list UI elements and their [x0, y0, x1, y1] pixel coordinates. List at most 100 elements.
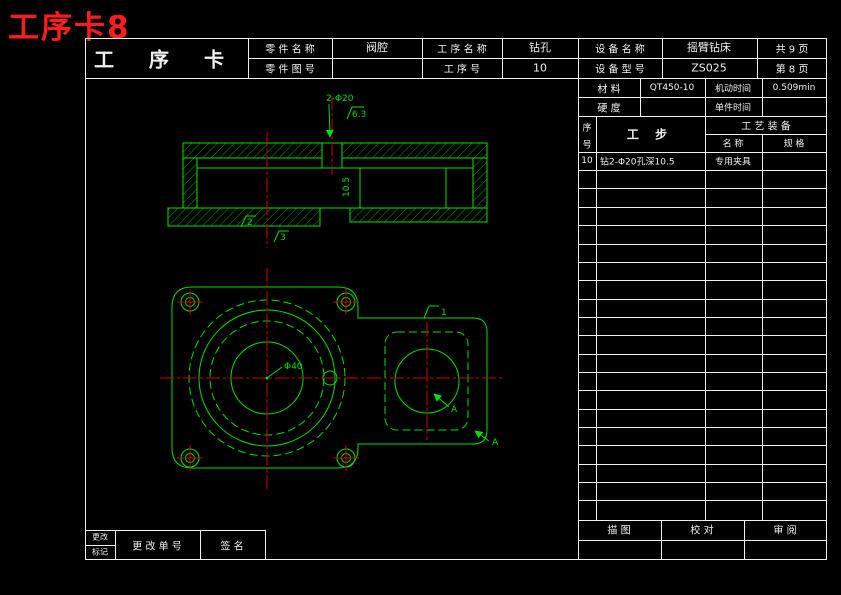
change-order-label: 更 改 单 号	[132, 541, 182, 553]
datum1-text: 1	[441, 308, 447, 318]
grid-line	[757, 38, 758, 78]
grid-line	[705, 78, 706, 520]
grid-line	[578, 299, 827, 300]
grid-line	[596, 116, 597, 520]
step-description: 钻2-Φ20孔深10.5	[600, 157, 675, 168]
grid-line	[762, 78, 763, 116]
grid-line	[265, 530, 266, 560]
section-left-wall	[182, 157, 198, 209]
grid-line	[578, 262, 827, 263]
grid-line	[85, 78, 827, 79]
proofread-label: 校 对	[690, 525, 714, 537]
tooling-name-header: 名 称	[722, 139, 744, 150]
grid-line	[578, 317, 827, 318]
grid-line	[662, 38, 663, 78]
seq-header-bottom: 号	[582, 140, 592, 151]
process-no-value: 10	[533, 61, 547, 75]
grid-line	[705, 134, 827, 135]
signature-label: 签 名	[220, 541, 244, 553]
grid-line	[422, 38, 423, 78]
grid-line	[578, 188, 827, 189]
process-name-label: 工 序 名 称	[437, 44, 487, 56]
process-name-value: 钻孔	[529, 41, 551, 54]
grid-line	[578, 354, 827, 355]
hardness-label: 硬 度	[597, 103, 621, 115]
equip-model-value: ZS025	[691, 61, 727, 75]
grid-line	[578, 500, 827, 501]
grid-line	[85, 530, 265, 531]
machine-time-label: 机动时间	[714, 84, 752, 95]
page-current: 第 8 页	[775, 64, 809, 76]
material-label: 材 料	[597, 84, 621, 96]
step-header: 工 步	[626, 127, 674, 142]
tracing-label: 描 图	[607, 525, 631, 537]
tooling-header: 工 艺 装 备	[741, 121, 791, 133]
grid-line	[578, 427, 827, 428]
grid-line	[248, 58, 827, 59]
roughness-text: 6.3	[352, 110, 366, 120]
step-seq: 10	[581, 156, 593, 166]
section-arrow	[433, 393, 450, 408]
datum-tick-icon	[240, 215, 256, 228]
diameter-text: Φ40	[284, 362, 303, 372]
plan-annotations: Φ40 1 A A	[265, 305, 499, 448]
datum-tick-icon	[423, 305, 439, 319]
grid-line	[578, 152, 827, 153]
grid-line	[248, 38, 249, 78]
grid-line	[762, 134, 763, 520]
tooling-spec-header: 规 格	[783, 139, 805, 150]
part-no-label: 零 件 图 号	[265, 64, 315, 76]
grid-line	[744, 520, 745, 560]
grid-line	[578, 445, 827, 446]
section-annotations: 2-Φ20 6.3 10.5 2 3	[240, 94, 366, 243]
grid-line	[578, 520, 827, 521]
grid-line	[578, 390, 827, 391]
bolt-hole	[180, 292, 356, 468]
card-title: 工 序 卡	[94, 47, 238, 72]
grid-line	[661, 520, 662, 560]
section-view	[167, 142, 488, 227]
hole-callout-text: 2-Φ20	[326, 94, 354, 104]
section-arrow	[474, 430, 490, 442]
grid-line	[578, 335, 827, 336]
pages-total: 共 9 页	[775, 44, 809, 56]
section-centerlines	[266, 96, 333, 248]
plan-outline	[171, 286, 488, 469]
grid-line	[200, 530, 201, 560]
bolt-hole-crosshairs	[177, 289, 359, 471]
plan-centerlines	[160, 268, 505, 492]
grid-line	[640, 78, 641, 116]
review-label: 审 阅	[773, 525, 797, 537]
grid-line	[578, 207, 827, 208]
drawing-canvas: 2-Φ20 6.3 10.5 2 3	[160, 94, 505, 492]
roughness-icon	[346, 106, 364, 120]
grid-line	[85, 545, 115, 546]
grid-line	[578, 409, 827, 410]
datum2-text: 2	[247, 218, 253, 228]
grid-line	[332, 38, 333, 78]
section-bottom-flange	[167, 207, 321, 227]
equip-model-label: 设 备 型 号	[595, 64, 645, 76]
section-right-wall	[472, 157, 488, 209]
grid-line	[115, 530, 116, 560]
grid-line	[578, 225, 827, 226]
page-title: 工序卡8	[8, 10, 131, 46]
section-a2-text: A	[492, 438, 499, 448]
unit-time-label: 单件时间	[714, 103, 752, 114]
process-no-label: 工 序 号	[443, 64, 481, 76]
grid-line	[578, 464, 827, 465]
leader-line	[266, 366, 283, 379]
grid-line	[578, 482, 827, 483]
grid-line	[578, 170, 827, 171]
part-name-value: 阀腔	[366, 41, 388, 54]
grid-line	[578, 38, 579, 560]
leader-line	[325, 103, 334, 138]
grid-line	[578, 244, 827, 245]
section-bottom-strip	[349, 207, 488, 223]
grid-line	[578, 372, 827, 373]
seq-header-top: 序	[582, 123, 592, 134]
section-a1-text: A	[451, 405, 458, 415]
datum3-text: 3	[280, 233, 286, 243]
revision-mark-top: 更改	[92, 532, 108, 542]
